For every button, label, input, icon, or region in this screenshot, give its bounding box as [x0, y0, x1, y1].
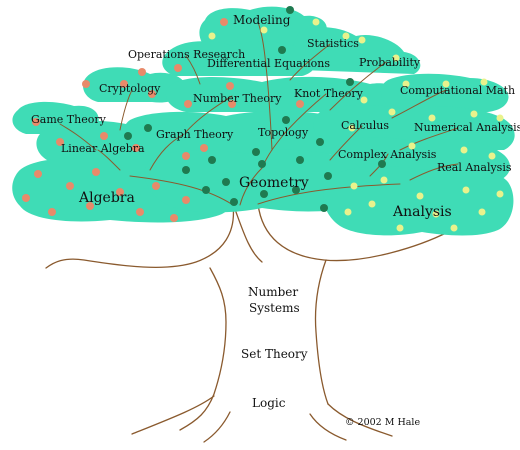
branch-modeling [257, 21, 267, 67]
branch-real-analysis [409, 163, 459, 181]
label-cryptology: Cryptology [99, 82, 161, 95]
trunk-label-logic: Logic [252, 396, 286, 410]
tree-foliage [12, 6, 515, 236]
trunk-center-split [235, 211, 263, 263]
root-center-right [309, 413, 347, 441]
trunk-left-root [131, 395, 215, 435]
label-number-theory: Number Theory [193, 92, 282, 105]
label-complex-analysis: Complex Analysis [338, 148, 437, 161]
label-differential-equations: Differential Equations [207, 57, 331, 70]
trunk-label-systems: Systems [249, 301, 300, 315]
branch-algebra [129, 175, 234, 206]
label-statistics: Statistics [307, 37, 359, 50]
label-analysis: Analysis [393, 204, 452, 220]
branch-game-theory [59, 123, 97, 151]
trunk-label-number: Number [248, 285, 299, 299]
branch-numerical [399, 127, 459, 151]
label-algebra: Algebra [79, 190, 135, 206]
branch-graph-theory [149, 133, 185, 171]
foliage-upper-right [293, 27, 421, 74]
trunk-label-set-theory: Set Theory [241, 347, 308, 361]
branch-geometry [239, 167, 263, 206]
fruits-orange [22, 18, 304, 222]
root-center-left [203, 411, 231, 443]
branch-calculus [329, 125, 363, 161]
trunk-left-edge [45, 204, 235, 269]
tree-trunk [45, 203, 449, 443]
label-graph-theory: Graph Theory [156, 128, 234, 141]
trunk-left-inner [179, 267, 227, 431]
trunk-right-inner [314, 259, 329, 405]
foliage-bottom-center [144, 149, 365, 213]
foliage-bottom-right [323, 166, 514, 236]
label-computational-math: Computational Math [400, 84, 516, 97]
foliage-center-band [123, 110, 376, 155]
fruits-green [124, 6, 386, 212]
label-numerical-analysis: Numerical Analysis [414, 121, 520, 134]
branch-computational [391, 89, 447, 119]
branch-analysis [257, 183, 401, 205]
branch-operations-research [185, 55, 201, 85]
label-probability: Probability [359, 56, 421, 69]
trunk-right-root [327, 403, 393, 437]
label-linear-algebra: Linear Algebra [61, 142, 145, 155]
branch-knot-theory [283, 93, 327, 135]
label-game-theory: Game Theory [31, 113, 106, 126]
label-topology: Topology [258, 126, 309, 139]
branch-cryptology [119, 89, 133, 131]
label-real-analysis: Real Analysis [437, 161, 512, 174]
tree-branches [59, 21, 459, 206]
branch-diff-eq [265, 65, 273, 151]
label-calculus: Calculus [341, 119, 389, 132]
trunk-right-edge [257, 203, 449, 262]
copyright-notice: © 2002 M Hale [345, 417, 421, 428]
foliage-upper-mid [162, 41, 316, 76]
branch-statistics [289, 43, 331, 81]
label-modeling: Modeling [233, 13, 291, 27]
label-geometry: Geometry [239, 175, 309, 191]
foliage-mid-band [165, 76, 404, 114]
branch-probability [329, 61, 387, 111]
label-knot-theory: Knot Theory [294, 87, 363, 100]
foliage-right-upper [380, 73, 509, 113]
foliage-upper-left [83, 67, 186, 103]
fruits-yellow [208, 18, 504, 232]
label-operations-research: Operations Research [128, 48, 246, 61]
branch-linear-algebra [97, 149, 121, 171]
branch-number-theory [185, 95, 233, 133]
